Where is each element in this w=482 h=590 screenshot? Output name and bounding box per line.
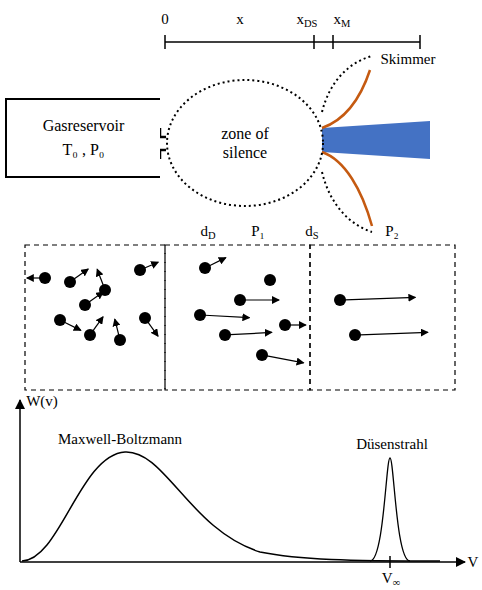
skimmer-cone <box>322 152 372 226</box>
molecule <box>134 264 146 276</box>
velocity-arrow <box>145 262 159 268</box>
velocity-arrow <box>93 317 103 331</box>
molecule <box>234 294 246 306</box>
velocity-arrow <box>209 258 225 266</box>
molecule <box>54 314 66 326</box>
velocity-arrow <box>290 324 306 325</box>
axis-label: W(v) <box>26 394 58 409</box>
velocity-arrow <box>148 322 158 336</box>
node-title: Gasreservoir <box>43 117 125 135</box>
dimension-label: dS <box>305 224 318 242</box>
molecule <box>79 299 91 311</box>
velocity-arrow <box>245 299 279 300</box>
gas-reservoir-box: Gasreservoir T₀ , P₀ <box>5 98 160 178</box>
molecular-beam <box>322 121 430 159</box>
pressure-label: P₂ <box>385 224 399 239</box>
curve-label: Maxwell-Boltzmann <box>58 432 182 447</box>
molecule <box>84 329 96 341</box>
molecule <box>264 274 276 286</box>
zone-of-silence: zone of silence <box>165 78 325 208</box>
molecule <box>279 319 291 331</box>
velocity-arrow <box>64 322 80 330</box>
velocity-arrow <box>115 319 119 335</box>
jet-distribution-curve <box>370 458 410 561</box>
nozzle <box>160 128 166 159</box>
curve-label: Düsenstrahl <box>356 437 428 452</box>
molecule <box>194 309 206 321</box>
molecule <box>64 276 76 288</box>
axis-label: V <box>468 555 479 570</box>
dimension-label: dD <box>200 224 215 242</box>
velocity-arrow <box>97 269 103 285</box>
region-box <box>25 245 455 390</box>
molecule <box>256 349 268 361</box>
position-axis <box>165 35 420 49</box>
axis-label: xM <box>334 12 351 30</box>
node-subtitle: T₀ , P₀ <box>63 141 105 159</box>
velocity-arrow <box>205 315 249 317</box>
velocity-arrow <box>360 332 428 334</box>
molecule <box>39 272 51 284</box>
molecule <box>199 262 211 274</box>
molecules <box>27 258 428 363</box>
axis-label: x <box>236 12 244 27</box>
maxwell-boltzmann-curve <box>22 452 440 561</box>
molecule <box>114 334 126 346</box>
graph-axes <box>20 400 465 568</box>
pressure-label: P₁ <box>251 224 265 239</box>
node-title: zone of silence <box>210 124 280 162</box>
molecule <box>349 329 361 341</box>
part-name: Skimmer <box>381 52 436 67</box>
velocity-arrow <box>345 297 415 299</box>
axis-label: xDS <box>297 12 318 30</box>
velocity-arrow <box>230 332 272 334</box>
molecule <box>99 284 111 296</box>
dotted-outline <box>165 78 325 208</box>
axis-origin: 0 <box>161 12 169 27</box>
velocity-arrow <box>267 356 304 363</box>
velocity-arrow <box>27 277 40 278</box>
molecule <box>219 329 231 341</box>
molecule <box>334 294 346 306</box>
molecule <box>139 312 151 324</box>
velocity-arrow <box>74 269 88 279</box>
skimmer-cone <box>322 70 370 128</box>
tick-label: V∞ <box>382 571 400 589</box>
